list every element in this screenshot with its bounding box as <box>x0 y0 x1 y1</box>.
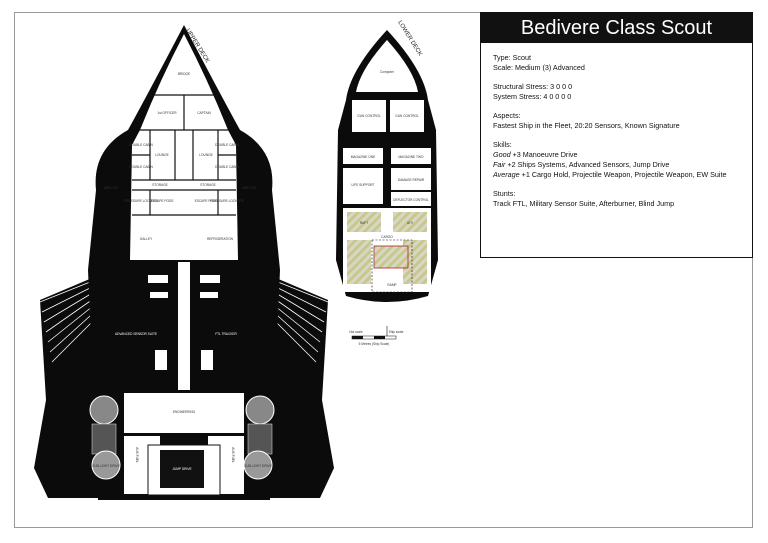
room-vehicle-2: ATV <box>407 221 414 225</box>
room-gun-control-1: GUN CONTROL <box>357 114 381 118</box>
starboard-engine-body <box>247 423 273 455</box>
page-border <box>14 12 753 528</box>
structural-stress: Structural Stress: 3 0 0 0 <box>493 82 573 91</box>
lower-deck-plan: LOWER DECK Computer GUN CONTROL GUN CONT… <box>336 20 438 302</box>
room-double-cabin-1: DOUBLE CABIN <box>129 143 153 147</box>
room-sublight-drive-1: SUB-LIGHT DRIVE <box>92 464 120 468</box>
room-deflector-control: DEFLECTOR CONTROL <box>393 198 429 202</box>
starboard-engine-top <box>245 395 275 425</box>
room-gun-control-2: GUN CONTROL <box>395 114 419 118</box>
skills-heading: Skills: <box>493 140 512 149</box>
scale-line: Scale: Medium (3) Advanced <box>493 63 585 72</box>
type-line: Type: Scout <box>493 53 531 62</box>
skill-fair: Fair +2 Ships Systems, Advanced Sensors,… <box>493 160 670 169</box>
room-sublight-drive-2: SUB-LIGHT DRIVE <box>244 464 272 468</box>
room-magazine-two: MAGAZINE TWO <box>399 155 424 159</box>
upper-deck-plan: UPPER DECK BRIDGE 1st OFFICER CAPTAIN DO… <box>34 25 334 500</box>
deck-plans: UPPER DECK BRIDGE 1st OFFICER CAPTAIN DO… <box>34 20 438 500</box>
room-life-support: LIFE SUPPORT <box>352 183 375 187</box>
scale-left-label: Not scale <box>349 330 363 334</box>
deflector-control-room <box>391 192 431 206</box>
room-galley: GALLEY <box>140 237 153 241</box>
room-damage-repair: DAMAGE REPAIR <box>398 178 425 182</box>
stunts-heading: Stunts: <box>493 189 516 198</box>
gun-control-1-room <box>352 100 386 132</box>
cargo-crate-2 <box>393 212 427 232</box>
port-sublight-drive <box>91 450 121 480</box>
system-stress: System Stress: 4 0 0 0 0 <box>493 92 572 101</box>
stat-block: Bedivere Class Scout Type: Scout Scale: … <box>480 12 753 258</box>
room-ftl-tracker: FTL TRACKER <box>215 332 237 336</box>
room-engineering: ENGINEERING <box>173 410 196 414</box>
port-engine-body <box>91 423 117 455</box>
scale-right-label: Ship scale <box>389 330 404 334</box>
aspects-text: Fastest Ship in the Fleet, 20:20 Sensors… <box>493 121 680 130</box>
room-double-cabin-3: DOUBLE CABIN <box>129 165 153 169</box>
magazine-one-room <box>343 148 383 164</box>
stunts-text: Track FTL, Military Sensor Suite, Afterb… <box>493 199 675 208</box>
room-aux-fuel-2: AUX FUEL <box>231 447 235 463</box>
room-bridge: BRIDGE <box>178 72 190 76</box>
room-double-cabin-2: DOUBLE CABIN <box>215 143 239 147</box>
room-refrigeration: REFRIGERATION <box>207 237 234 241</box>
life-support-room <box>343 168 383 204</box>
scale-bottom-label: 5 Metres (Ship Scale) <box>359 342 390 346</box>
room-escape-pods-1: ESCAPE PODS <box>151 199 174 203</box>
room-jump-drive: JUMP DRIVE <box>172 467 191 471</box>
room-first-officer: 1st OFFICER <box>157 111 177 115</box>
port-engine-top <box>89 395 119 425</box>
magazine-two-room <box>391 148 431 164</box>
room-storage-1: STORAGE <box>152 183 168 187</box>
scale-bar: Not scale Ship scale 5 Metres (Ship Scal… <box>349 326 404 346</box>
room-magazine-one: MAGAZINE ONE <box>351 155 375 159</box>
room-ramp: RAMP <box>387 283 396 287</box>
room-lounge-1: LOUNGE <box>155 153 168 157</box>
mid-cutouts <box>148 275 220 370</box>
room-vehicle-1: RAFT <box>360 221 368 225</box>
central-corridor <box>178 262 190 390</box>
ramp-outline <box>371 239 413 293</box>
starboard-sublight-drive <box>243 450 273 480</box>
jump-drive-core <box>160 450 204 488</box>
skill-good: Good +3 Manoeuvre Drive <box>493 150 578 159</box>
room-pressure-lockers-2: PRESSURE LOCKERS <box>210 199 244 203</box>
damage-repair-room <box>391 168 431 190</box>
computer-room <box>356 40 418 92</box>
room-cargo: CARGO <box>381 235 393 239</box>
cargo-vehicle <box>373 245 409 269</box>
room-computer: Computer <box>380 70 395 74</box>
room-airlock-2: AIRLOCK <box>242 186 257 190</box>
forward-interior <box>130 34 238 260</box>
room-escape-pods-2: ESCAPE PODS <box>195 199 218 203</box>
cargo-crate-1 <box>347 212 381 232</box>
ship-title: Bedivere Class Scout <box>481 13 752 43</box>
room-airlock-1: AIRLOCK <box>104 186 119 190</box>
room-lounge-2: LOUNGE <box>199 153 212 157</box>
gun-control-2-room <box>390 100 424 132</box>
engineering-room <box>124 393 244 433</box>
room-double-cabin-4: DOUBLE CABIN <box>215 165 239 169</box>
room-storage-2: STORAGE <box>200 183 216 187</box>
cargo-crate-3 <box>347 240 371 284</box>
aspects-heading: Aspects: <box>493 111 521 120</box>
skill-average: Average +1 Cargo Hold, Projectile Weapon… <box>493 170 727 179</box>
room-sensor-suite: ADVANCED SENSOR SUITE <box>115 332 157 336</box>
room-captain: CAPTAIN <box>197 111 211 115</box>
room-pressure-lockers-1: PRESSURE LOCKERS <box>124 199 158 203</box>
room-aux-fuel-1: AUX FUEL <box>135 447 139 463</box>
interior-walls <box>132 94 236 216</box>
